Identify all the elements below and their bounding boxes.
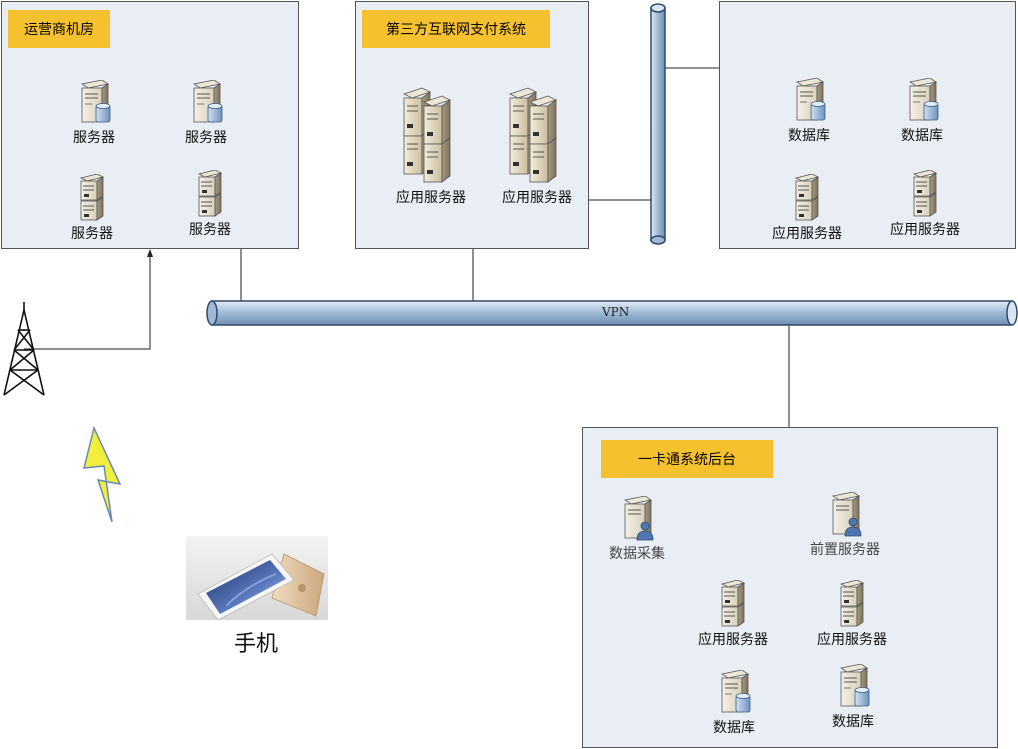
node-label: 应用服务器	[698, 632, 768, 648]
data-collection-server[interactable]: 数据采集	[600, 496, 674, 563]
payment-app-server-1[interactable]: 应用服务器	[388, 86, 474, 207]
database-server-icon	[714, 670, 754, 716]
database-server-icon	[833, 664, 873, 710]
node-label: 应用服务器	[772, 226, 842, 242]
card-database-1[interactable]: 数据库	[702, 670, 766, 737]
payment-system-title: 第三方互联网支付系统	[362, 10, 550, 48]
operator-server-3[interactable]: 服务器	[60, 174, 124, 243]
card-database-2[interactable]: 数据库	[821, 664, 885, 731]
server-cluster-icon	[402, 86, 460, 186]
backend-database-1[interactable]: 数据库	[777, 78, 841, 145]
card-app-server-2[interactable]: 应用服务器	[807, 580, 897, 649]
operator-room-title: 运营商机房	[8, 10, 110, 48]
card-system-title: 一卡通系统后台	[601, 440, 773, 478]
vpn-label: VPN	[602, 305, 630, 319]
rack-server-icon	[75, 174, 109, 222]
backend-app-server-1[interactable]: 应用服务器	[762, 174, 852, 243]
rack-server-icon	[193, 170, 227, 218]
phone-image	[186, 536, 328, 621]
smartphone-icon	[186, 536, 328, 621]
vertical-bus-pipe	[650, 3, 666, 245]
operator-room-panel: 运营商机房	[1, 1, 299, 249]
node-label: 服务器	[73, 130, 115, 146]
radio-tower-icon	[3, 302, 45, 396]
node-label: 服务器	[71, 226, 113, 242]
backend-panel	[719, 1, 1016, 249]
database-server-icon	[789, 78, 829, 124]
server-cluster-icon	[508, 86, 566, 186]
rack-server-icon	[835, 580, 869, 628]
database-server-icon	[74, 80, 114, 126]
card-system-panel: 一卡通系统后台	[582, 427, 998, 748]
rack-server-icon	[790, 174, 824, 222]
operator-server-2[interactable]: 服务器	[174, 80, 238, 147]
operator-server-4[interactable]: 服务器	[178, 170, 242, 239]
backend-app-server-2[interactable]: 应用服务器	[880, 170, 970, 239]
node-label: 服务器	[185, 130, 227, 146]
lightning-icon	[83, 425, 122, 523]
node-label: 应用服务器	[817, 632, 887, 648]
node-label: 应用服务器	[502, 190, 572, 206]
node-label: 服务器	[189, 222, 231, 238]
front-server[interactable]: 前置服务器	[800, 492, 890, 559]
database-server-icon	[186, 80, 226, 126]
rack-server-icon	[716, 580, 750, 628]
card-app-server-1[interactable]: 应用服务器	[688, 580, 778, 649]
node-label: 数据库	[832, 714, 874, 730]
database-server-icon	[902, 78, 942, 124]
node-label: 应用服务器	[396, 190, 466, 206]
payment-app-server-2[interactable]: 应用服务器	[494, 86, 580, 207]
user-server-icon	[825, 492, 865, 538]
node-label: 数据库	[901, 128, 943, 144]
rack-server-icon	[908, 170, 942, 218]
tower-operator-link	[24, 256, 151, 350]
node-label: 数据采集	[609, 546, 665, 562]
arrow-head-icon	[147, 249, 153, 257]
phone-label: 手机	[234, 632, 279, 657]
node-label: 应用服务器	[890, 222, 960, 238]
node-label: 数据库	[713, 720, 755, 736]
operator-server-1[interactable]: 服务器	[62, 80, 126, 147]
vpn-pipe	[206, 300, 1018, 326]
user-server-icon	[617, 496, 657, 542]
backend-database-2[interactable]: 数据库	[890, 78, 954, 145]
node-label: 数据库	[788, 128, 830, 144]
node-label: 前置服务器	[810, 542, 880, 558]
